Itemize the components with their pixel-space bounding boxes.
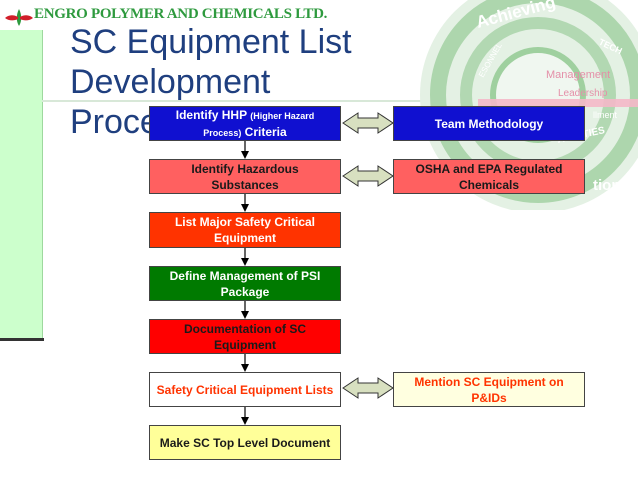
step-7-label: Make SC Top Level Document	[159, 435, 331, 450]
step-list-major-equipment: List Major Safety Critical Equipment	[149, 212, 341, 248]
step-documentation: Documentation of SC Equipment	[149, 319, 341, 354]
step-3-label: List Major Safety Critical Equipment	[174, 215, 316, 245]
step-sc-equipment-lists: Safety Critical Equipment Lists	[149, 372, 341, 407]
side-osha-epa-chemicals: OSHA and EPA Regulated Chemicals	[393, 159, 585, 194]
step-identify-hhp-end: Criteria	[244, 124, 287, 139]
step-top-level-document: Make SC Top Level Document	[149, 425, 341, 460]
step-6-label: Safety Critical Equipment Lists	[156, 382, 334, 397]
step-5-label: Documentation of SC Equipment	[184, 321, 306, 352]
step-2-label: Identify Hazardous Substances	[191, 161, 299, 192]
step-4-label: Define Management of PSI Package	[169, 268, 321, 299]
step-identify-hhp-note: (Higher Hazard Process)	[203, 110, 315, 138]
side-3-label: Mention SC Equipment on P&IDs	[414, 374, 564, 405]
company-name: ENGRO POLYMER AND CHEMICALS LTD.	[34, 6, 328, 22]
sidebar-rule	[0, 338, 44, 341]
double-arrow-2	[342, 165, 394, 187]
side-team-methodology: Team Methodology	[393, 106, 585, 141]
step-identify-hhp: Identify HHP (Higher Hazard Process) Cri…	[149, 106, 341, 141]
bg-word-management: Management	[546, 69, 610, 81]
title-rule	[42, 100, 638, 102]
side-mention-on-pids: Mention SC Equipment on P&IDs	[393, 372, 585, 407]
step-identify-hhp-main: Identify HHP	[175, 107, 247, 122]
bg-word-leadership: Leadership	[558, 88, 608, 99]
step-identify-hazardous-substances: Identify Hazardous Substances	[149, 159, 341, 194]
sidebar-panel	[0, 30, 43, 340]
step-define-psi-package: Define Management of PSI Package	[149, 266, 341, 301]
side-2-label: OSHA and EPA Regulated Chemicals	[415, 161, 563, 192]
company-logo-icon	[5, 9, 33, 26]
double-arrow-3	[342, 377, 394, 399]
page-title-line-1: SC Equipment List Development	[70, 23, 352, 101]
bg-word-tional: tional	[593, 177, 633, 194]
bg-word-llment: llment	[593, 110, 618, 120]
side-1-label: Team Methodology	[434, 116, 544, 131]
